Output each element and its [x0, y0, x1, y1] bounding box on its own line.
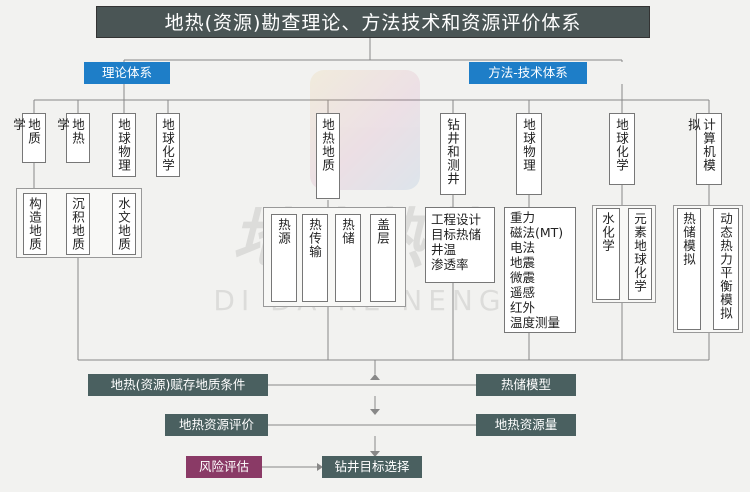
reservoir-model-box: 热储模型 — [476, 374, 576, 396]
sedimentary-geology-node: 沉积地质 — [66, 193, 90, 255]
geothermal-geology-node: 地热地质 — [316, 113, 340, 199]
drilling-detail: 工程设计 目标热储 井温 渗透率 — [425, 207, 495, 283]
geophysics-method-node: 地球物理 — [516, 113, 542, 195]
resource-amount-box: 地热资源量 — [476, 414, 576, 436]
geophysics-node: 地球物理 — [112, 113, 136, 177]
geophysics-method-detail: 重力 磁法(MT) 电法 地震 微震 遥感 红外 温度测量 — [504, 207, 576, 333]
geology-node: 地质学 — [11, 113, 46, 163]
geothermics-node: 地热学 — [55, 113, 90, 163]
geochemistry-node: 地球化学 — [156, 113, 180, 177]
resource-evaluation-box: 地热资源评价 — [165, 414, 268, 436]
reservoir-node: 热储 — [335, 214, 361, 302]
occurrence-conditions-box: 地热(资源)赋存地质条件 — [88, 374, 268, 396]
method-system-label: 方法-技术体系 — [469, 62, 587, 84]
risk-assessment-box: 风险评估 — [186, 456, 262, 478]
computer-simulation-node: 计算机模拟 — [686, 113, 722, 185]
page-title: 地热(资源)勘查理论、方法技术和资源评价体系 — [96, 6, 650, 38]
thermal-balance-simulation-node: 动态热力平衡模拟 — [713, 208, 739, 330]
reservoir-simulation-node: 热储模拟 — [677, 208, 701, 330]
structural-geology-node: 构造地质 — [23, 193, 47, 255]
heat-source-node: 热源 — [271, 214, 297, 302]
hydrochemistry-node: 水化学 — [596, 208, 620, 300]
heat-transfer-node: 热传输 — [302, 214, 328, 302]
element-geochemistry-node: 元素地球化学 — [628, 208, 652, 300]
drilling-logging-node: 钻井和测井 — [440, 113, 466, 195]
hydrogeology-node: 水文地质 — [112, 193, 136, 255]
theory-system-label: 理论体系 — [84, 62, 170, 84]
geochemistry-method-node: 地球化学 — [609, 113, 635, 185]
caprock-node: 盖层 — [370, 214, 396, 302]
drilling-target-box: 钻井目标选择 — [322, 456, 422, 478]
